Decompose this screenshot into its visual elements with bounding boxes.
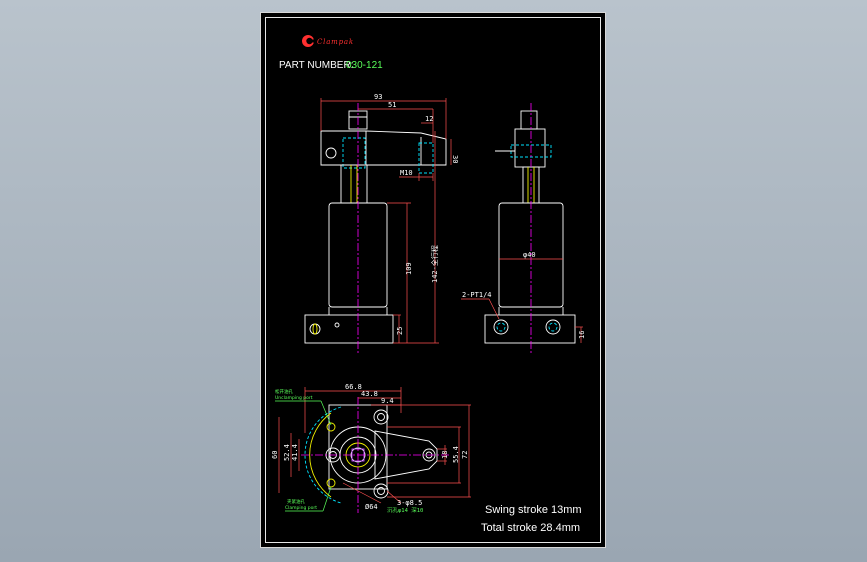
dim-25: 25 — [396, 327, 404, 335]
clamp-label-cn: 夹紧油孔 — [287, 498, 305, 505]
dim-55-4: 55.4 — [452, 446, 460, 463]
dim-30: 30 — [451, 155, 459, 163]
dim-51: 51 — [388, 101, 396, 109]
dim-counterbore: 沉孔φ14 深10 — [387, 506, 423, 514]
front-view: 93 51 12 30 M10 109 142-全行程 25 — [304, 93, 459, 353]
dim-12: 12 — [425, 115, 433, 123]
dim-60: 60 — [271, 451, 279, 459]
dim-72: 72 — [461, 451, 469, 459]
unclamp-label-en: Unclamping port — [275, 395, 313, 401]
part-number-label: PART NUMBER: — [279, 60, 353, 71]
sheet-border — [265, 17, 601, 543]
logo-text: Clampak — [317, 38, 354, 46]
brand-logo: Clampak — [302, 35, 354, 47]
dim-pt: 2-PT1/4 — [462, 291, 492, 299]
dim-66-8: 66.8 — [345, 383, 362, 391]
dim-93: 93 — [374, 93, 382, 101]
cad-drawing: Clampak PART NUMBER: 030-121 — [271, 35, 586, 534]
dim-phi40: φ40 — [523, 251, 536, 259]
side-view: φ40 2-PT1/4 16 — [461, 103, 586, 353]
clamp-label-en: Clamping port — [285, 505, 317, 511]
dim-18: 18 — [441, 451, 449, 459]
total-stroke-note: Total stroke 28.4mm — [481, 522, 580, 534]
dim-phi64: Ø64 — [365, 503, 378, 511]
swing-stroke-note: Swing stroke 13mm — [485, 504, 582, 516]
dim-43-8: 43.8 — [361, 390, 378, 398]
dim-9-4: 9.4 — [381, 397, 394, 405]
dim-142: 142-全行程 — [430, 245, 439, 283]
drawing-sheet: Clampak PART NUMBER: 030-121 — [260, 12, 606, 548]
dim-hole: 3-φ8.5 — [397, 499, 422, 507]
dim-52-4: 52.4 — [283, 444, 291, 461]
dim-109: 109 — [405, 262, 413, 275]
unclamp-label-cn: 松开油孔 — [275, 388, 293, 395]
dim-m10: M10 — [400, 169, 413, 177]
part-number-value: 030-121 — [346, 60, 383, 71]
dim-16: 16 — [578, 331, 586, 339]
dim-41-4: 41.4 — [291, 444, 299, 461]
top-view: 66.8 43.8 9.4 60 52.4 41.4 18 55.4 72 — [271, 383, 471, 514]
